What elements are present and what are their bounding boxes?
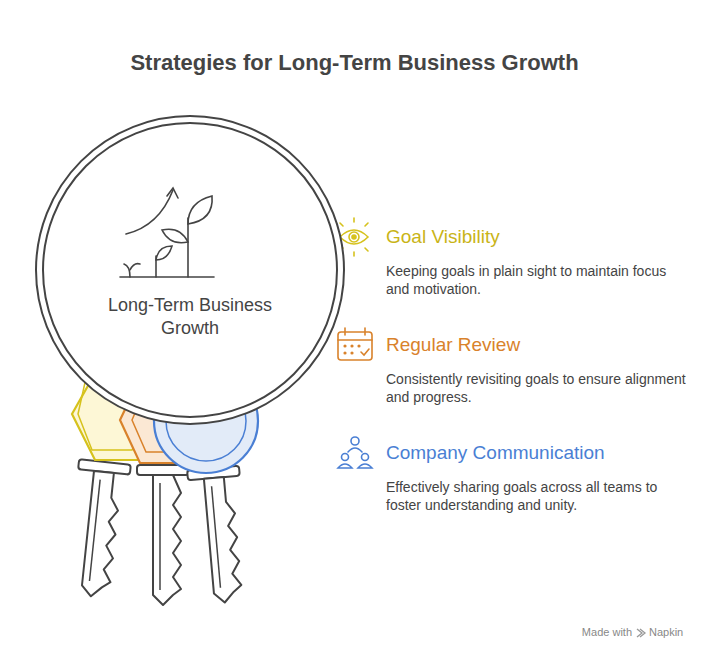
napkin-logo: [637, 629, 645, 637]
ring-outline: [34, 114, 346, 426]
growth-icon: [120, 188, 214, 277]
title: Strategies for Long-Term Business Growth: [0, 50, 709, 76]
watermark: Napkin: [649, 626, 705, 639]
calendar-icon: [338, 328, 372, 360]
item-description: Consistently revisiting goals to ensure …: [386, 370, 686, 406]
key-shaft: [65, 459, 131, 599]
key-ring: Long-Term Business Growth: [34, 114, 346, 426]
key-shaft: [137, 465, 189, 605]
item-heading: Company Communication: [386, 442, 696, 465]
item-heading: Goal Visibility: [386, 226, 686, 249]
ring-label: Long-Term Business Growth: [100, 294, 280, 340]
watermark: Made with: [560, 626, 632, 639]
item-heading: Regular Review: [386, 334, 686, 357]
eye-icon: [340, 218, 368, 256]
item-description: Effectively sharing goals across all tea…: [386, 478, 696, 514]
key-shaft: [187, 466, 251, 605]
item-description: Keeping goals in plain sight to maintain…: [386, 262, 686, 298]
people-icon: [338, 437, 372, 468]
